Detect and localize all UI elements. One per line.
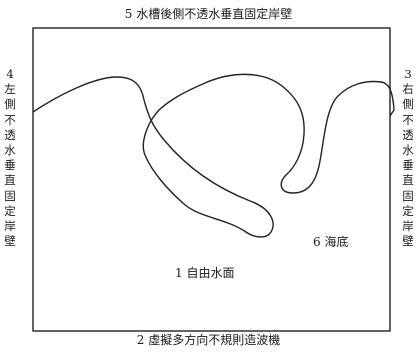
right-wall-text: 右側不透水垂直固定岸壁: [402, 82, 414, 249]
basin-boundary: [32, 27, 391, 332]
back-wall-label: 5 水槽後側不透水垂直固定岸壁: [124, 7, 293, 21]
right-wall-label: 3 右側不透水垂直固定岸壁: [401, 67, 415, 249]
coastline-curve: [32, 73, 395, 238]
left-wall-text: 左側不透水垂直固定岸壁: [4, 82, 16, 249]
right-wall-number: 3: [404, 67, 412, 81]
left-wall-label: 4 左側不透水垂直固定岸壁: [3, 67, 17, 249]
wave-maker-label: 2 虛擬多方向不規則造波機: [136, 333, 281, 347]
sea-bottom-label: 6 海底: [313, 235, 349, 249]
left-wall-number: 4: [6, 67, 14, 81]
free-surface-label: 1 自由水面: [175, 266, 235, 280]
